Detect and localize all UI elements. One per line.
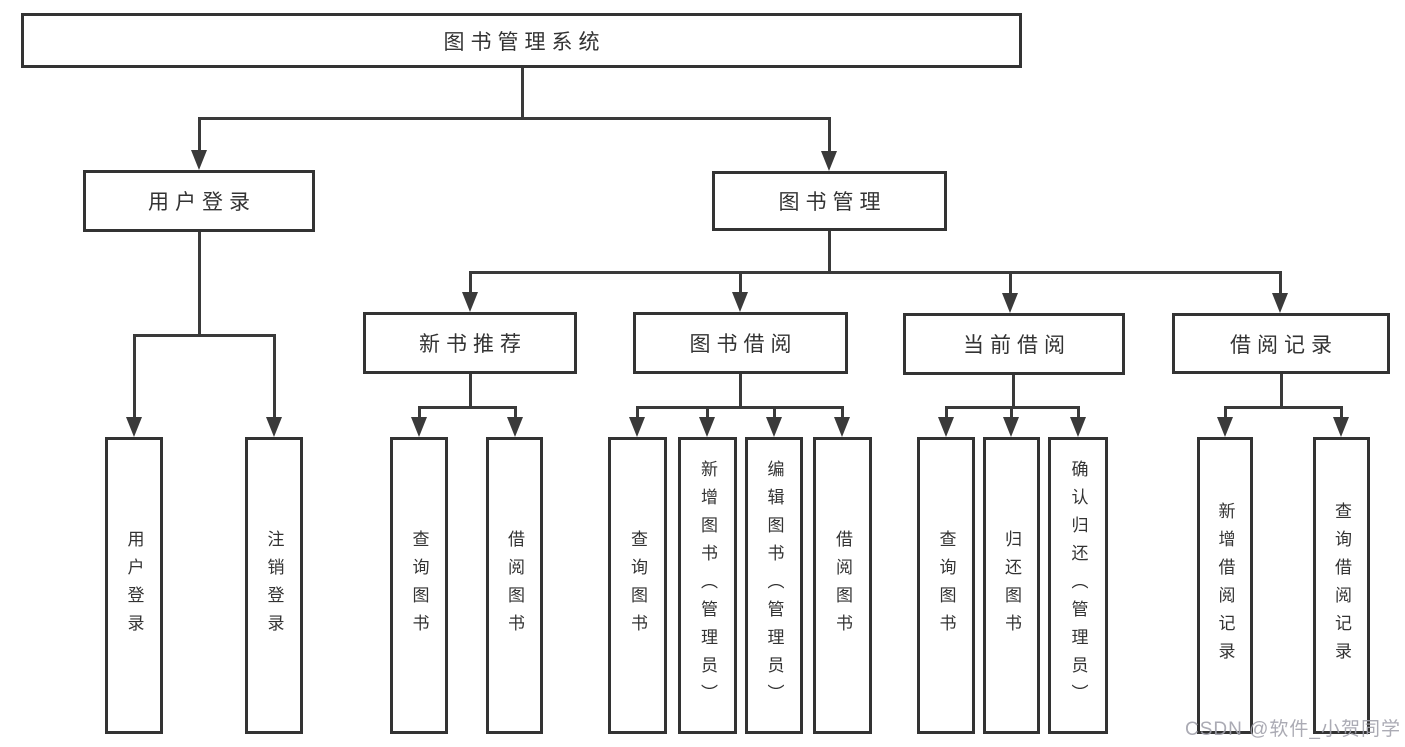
arrowhead-icon	[938, 417, 954, 437]
connector-line	[198, 232, 201, 337]
node-book-management: 图书管理	[712, 171, 947, 231]
connector-line	[133, 334, 275, 337]
connector-arrow-stem	[1009, 271, 1012, 297]
connector-line	[1224, 406, 1342, 409]
node-leaf-add-books-admin: 新增图书（管理员）	[678, 437, 737, 734]
node-leaf-query-books-recommend: 查询图书	[390, 437, 448, 734]
arrowhead-icon	[1002, 293, 1018, 313]
arrowhead-icon	[411, 417, 427, 437]
node-leaf-borrow-books-borrowing: 借阅图书	[813, 437, 872, 734]
node-borrowing-records: 借阅记录	[1172, 313, 1390, 374]
connector-arrow-stem	[739, 271, 742, 296]
node-leaf-logout: 注销登录	[245, 437, 303, 734]
node-leaf-user-login: 用户登录	[105, 437, 163, 734]
arrowhead-icon	[126, 417, 142, 437]
arrowhead-icon	[732, 292, 748, 312]
arrowhead-icon	[1272, 293, 1288, 313]
arrowhead-icon	[1333, 417, 1349, 437]
connector-arrow-stem	[841, 406, 844, 421]
connector-line	[198, 117, 830, 120]
node-label-borrowing-records: 借阅记录	[1230, 333, 1338, 357]
arrowhead-icon	[629, 417, 645, 437]
node-label-leaf-return-books: 归还图书	[1002, 529, 1021, 642]
node-leaf-query-books-current: 查询图书	[917, 437, 975, 734]
node-label-leaf-query-borrow-record: 查询借阅记录	[1332, 501, 1351, 670]
node-label-current-borrowing: 当前借阅	[963, 334, 1071, 357]
node-label-leaf-confirm-return-admin: 确认归还（管理员）	[1068, 459, 1088, 712]
connector-arrow-stem	[945, 406, 948, 421]
connector-arrow-stem	[198, 117, 201, 154]
node-leaf-edit-books-admin: 编辑图书（管理员）	[745, 437, 803, 734]
node-new-book-recommend: 新书推荐	[363, 312, 577, 374]
connector-arrow-stem	[1224, 406, 1227, 421]
connector-arrow-stem	[469, 271, 472, 296]
connector-arrow-stem	[133, 334, 136, 421]
arrowhead-icon	[821, 151, 837, 171]
connector-arrow-stem	[636, 406, 639, 421]
connector-line	[469, 271, 1281, 274]
node-label-leaf-add-books-admin: 新增图书（管理员）	[698, 459, 717, 712]
node-label-book-management: 图书管理	[778, 191, 887, 214]
arrowhead-icon	[834, 417, 850, 437]
node-leaf-return-books: 归还图书	[983, 437, 1040, 734]
arrowhead-icon	[462, 292, 478, 312]
node-label-new-book-recommend: 新书推荐	[419, 333, 527, 356]
node-leaf-query-borrow-record: 查询借阅记录	[1313, 437, 1370, 734]
node-label-book-borrowing: 图书借阅	[689, 333, 798, 356]
node-label-leaf-query-books-current: 查询图书	[936, 529, 956, 642]
node-label-root: 图书管理系统	[443, 30, 606, 54]
node-label-leaf-borrow-books-recommend: 借阅图书	[505, 529, 524, 642]
connector-arrow-stem	[828, 117, 831, 155]
connector-arrow-stem	[773, 406, 776, 421]
connector-line	[1280, 374, 1283, 409]
arrowhead-icon	[766, 417, 782, 437]
node-label-leaf-user-login: 用户登录	[124, 529, 144, 642]
node-root: 图书管理系统	[21, 13, 1022, 68]
connector-arrow-stem	[273, 334, 276, 421]
arrowhead-icon	[1070, 417, 1086, 437]
node-book-borrowing: 图书借阅	[633, 312, 848, 374]
csdn-watermark: CSDN @软件_小贺同学	[1185, 719, 1401, 740]
arrowhead-icon	[191, 150, 207, 170]
arrowhead-icon	[507, 417, 523, 437]
arrowhead-icon	[1003, 417, 1019, 437]
connector-line	[636, 406, 843, 409]
node-current-borrowing: 当前借阅	[903, 313, 1125, 375]
connector-line	[828, 231, 831, 274]
node-label-leaf-query-books-borrowing: 查询图书	[628, 529, 647, 642]
arrowhead-icon	[266, 417, 282, 437]
connector-line	[418, 406, 516, 409]
connector-arrow-stem	[1340, 406, 1343, 421]
connector-line	[739, 374, 742, 409]
arrowhead-icon	[1217, 417, 1233, 437]
node-label-user-login: 用户登录	[148, 191, 256, 214]
node-label-leaf-query-books-recommend: 查询图书	[409, 529, 429, 642]
connector-line	[1012, 375, 1015, 409]
connector-line	[521, 68, 524, 120]
node-label-leaf-add-borrow-record: 新增借阅记录	[1215, 501, 1235, 670]
node-user-login: 用户登录	[83, 170, 315, 232]
node-label-leaf-edit-books-admin: 编辑图书（管理员）	[764, 459, 784, 712]
node-leaf-add-borrow-record: 新增借阅记录	[1197, 437, 1253, 734]
node-leaf-confirm-return-admin: 确认归还（管理员）	[1048, 437, 1108, 734]
connector-arrow-stem	[1279, 271, 1282, 297]
node-label-leaf-borrow-books-borrowing: 借阅图书	[833, 529, 852, 642]
connector-arrow-stem	[1010, 406, 1013, 421]
connector-arrow-stem	[1077, 406, 1080, 421]
arrowhead-icon	[699, 417, 715, 437]
connector-arrow-stem	[418, 406, 421, 421]
node-leaf-borrow-books-recommend: 借阅图书	[486, 437, 543, 734]
connector-line	[469, 374, 472, 409]
node-label-leaf-logout: 注销登录	[264, 529, 284, 642]
connector-arrow-stem	[514, 406, 517, 421]
connector-arrow-stem	[706, 406, 709, 421]
node-leaf-query-books-borrowing: 查询图书	[608, 437, 667, 734]
